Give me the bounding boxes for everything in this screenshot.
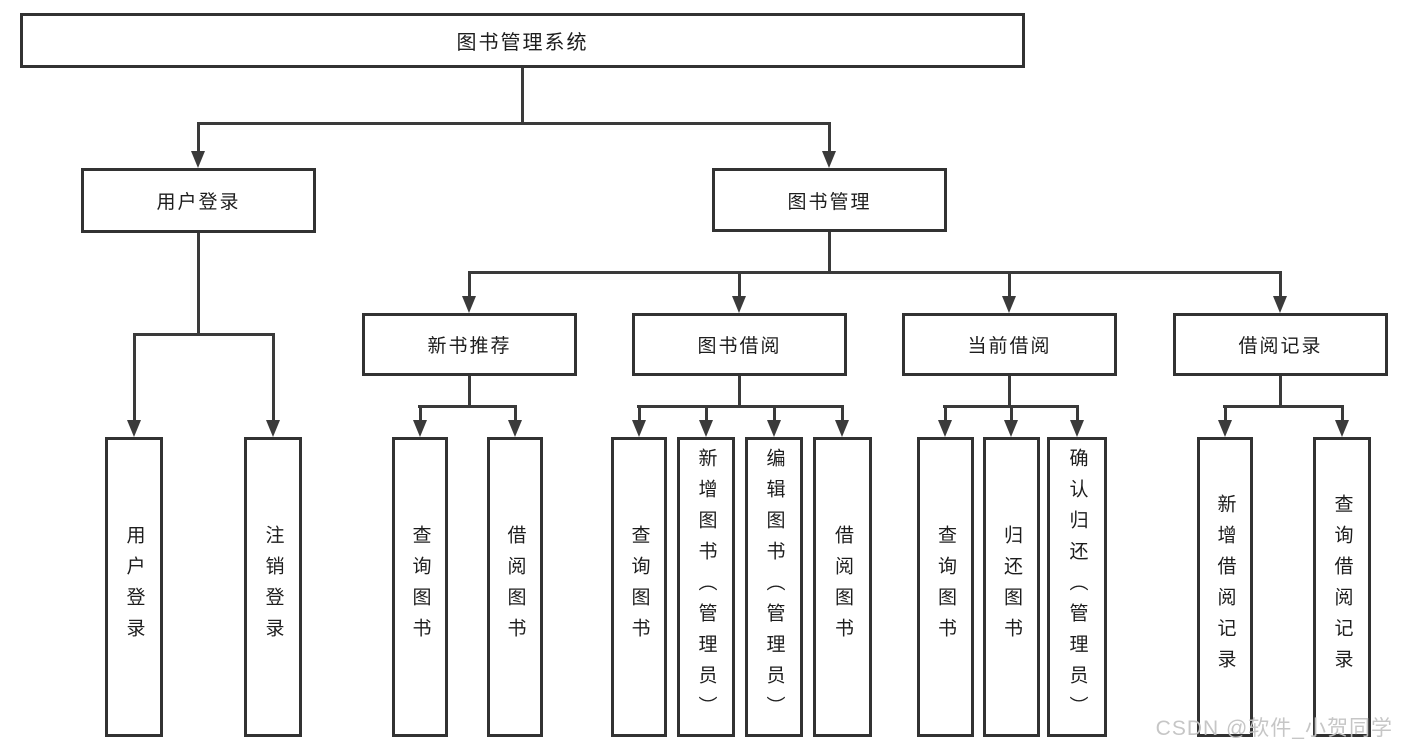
connector-line <box>468 271 1282 274</box>
node-label: 查询图书 <box>628 525 650 649</box>
node-label: 借阅图书 <box>504 525 526 649</box>
arrowhead-icon <box>508 420 522 437</box>
connector-line <box>1279 376 1282 405</box>
leaf-user-login: 用户登录 <box>105 437 163 737</box>
leaf-borrow-books-borrowing: 借阅图书 <box>813 437 872 737</box>
leaf-query-books-current: 查询图书 <box>917 437 974 737</box>
connector-line <box>133 333 275 336</box>
node-label: 借阅记录 <box>1238 336 1323 357</box>
leaf-query-books-recommend: 查询图书 <box>392 437 448 737</box>
node-new-book-recommend: 新书推荐 <box>362 313 577 376</box>
connector-line <box>738 376 741 405</box>
connector-line <box>419 405 422 422</box>
connector-line <box>944 405 947 422</box>
node-label: 查询借阅记录 <box>1331 494 1353 680</box>
arrowhead-icon <box>822 151 836 168</box>
arrowhead-icon <box>1273 296 1287 313</box>
node-label: 新增图书（管理员） <box>695 447 717 727</box>
arrowhead-icon <box>1004 420 1018 437</box>
connector-line <box>468 271 471 299</box>
connector-line <box>468 376 471 405</box>
arrowhead-icon <box>1218 420 1232 437</box>
connector-line <box>1279 271 1282 299</box>
arrowhead-icon <box>462 296 476 313</box>
node-label: 注销登录 <box>262 525 284 649</box>
arrowhead-icon <box>127 420 141 437</box>
leaf-add-book-admin: 新增图书（管理员） <box>677 437 735 737</box>
arrowhead-icon <box>413 420 427 437</box>
connector-line <box>638 405 641 422</box>
connector-line <box>418 405 517 408</box>
connector-line <box>133 333 136 420</box>
arrowhead-icon <box>938 420 952 437</box>
connector-line <box>197 122 831 125</box>
arrowhead-icon <box>1002 296 1016 313</box>
arrowhead-icon <box>266 420 280 437</box>
connector-line <box>773 405 776 422</box>
arrowhead-icon <box>699 420 713 437</box>
node-label: 图书管理 <box>787 191 872 213</box>
connector-line <box>1010 405 1013 422</box>
arrowhead-icon <box>732 296 746 313</box>
connector-line <box>1008 376 1011 405</box>
node-label: 用户登录 <box>156 192 241 213</box>
node-label: 新书推荐 <box>427 336 512 357</box>
connector-line <box>197 122 200 152</box>
leaf-logout: 注销登录 <box>244 437 302 737</box>
leaf-return-book: 归还图书 <box>983 437 1040 737</box>
connector-line <box>705 405 708 422</box>
connector-line <box>828 122 831 152</box>
node-label: 图书借阅 <box>697 336 782 357</box>
node-label: 用户登录 <box>123 525 145 649</box>
connector-line <box>514 405 517 422</box>
connector-line <box>828 232 831 271</box>
node-label: 图书管理系统 <box>456 32 589 54</box>
node-book-management: 图书管理 <box>712 168 947 232</box>
connector-line <box>272 333 275 420</box>
arrowhead-icon <box>191 151 205 168</box>
node-label: 确认归还（管理员） <box>1066 447 1088 727</box>
node-current-borrowing: 当前借阅 <box>902 313 1117 376</box>
connector-line <box>521 68 524 122</box>
node-label: 借阅图书 <box>832 525 853 649</box>
connector-line <box>1008 271 1011 299</box>
arrowhead-icon <box>632 420 646 437</box>
node-user-login: 用户登录 <box>81 168 316 233</box>
connector-line <box>841 405 844 422</box>
connector-line <box>1223 405 1344 408</box>
leaf-query-books-borrowing: 查询图书 <box>611 437 667 737</box>
node-label: 查询图书 <box>409 525 431 649</box>
node-label: 当前借阅 <box>967 336 1052 357</box>
arrowhead-icon <box>1070 420 1084 437</box>
leaf-edit-book-admin: 编辑图书（管理员） <box>745 437 803 737</box>
connector-line <box>1341 405 1344 422</box>
connector-line <box>637 405 844 408</box>
arrowhead-icon <box>835 420 849 437</box>
arrowhead-icon <box>1335 420 1349 437</box>
node-label: 编辑图书（管理员） <box>763 447 785 727</box>
connector-line <box>1076 405 1079 422</box>
node-root-library-system: 图书管理系统 <box>20 13 1025 68</box>
leaf-confirm-return-admin: 确认归还（管理员） <box>1047 437 1107 737</box>
leaf-borrow-books-recommend: 借阅图书 <box>487 437 543 737</box>
node-borrowing-records: 借阅记录 <box>1173 313 1388 376</box>
connector-line <box>197 233 200 333</box>
node-label: 新增借阅记录 <box>1214 494 1236 680</box>
watermark: CSDN @软件_小贺同学 <box>1155 717 1393 740</box>
node-label: 归还图书 <box>1001 525 1022 649</box>
node-book-borrowing: 图书借阅 <box>632 313 847 376</box>
connector-line <box>738 271 741 299</box>
node-label: 查询图书 <box>935 525 956 649</box>
arrowhead-icon <box>767 420 781 437</box>
leaf-add-borrow-record: 新增借阅记录 <box>1197 437 1253 737</box>
connector-line <box>1224 405 1227 422</box>
leaf-query-borrow-record: 查询借阅记录 <box>1313 437 1371 737</box>
